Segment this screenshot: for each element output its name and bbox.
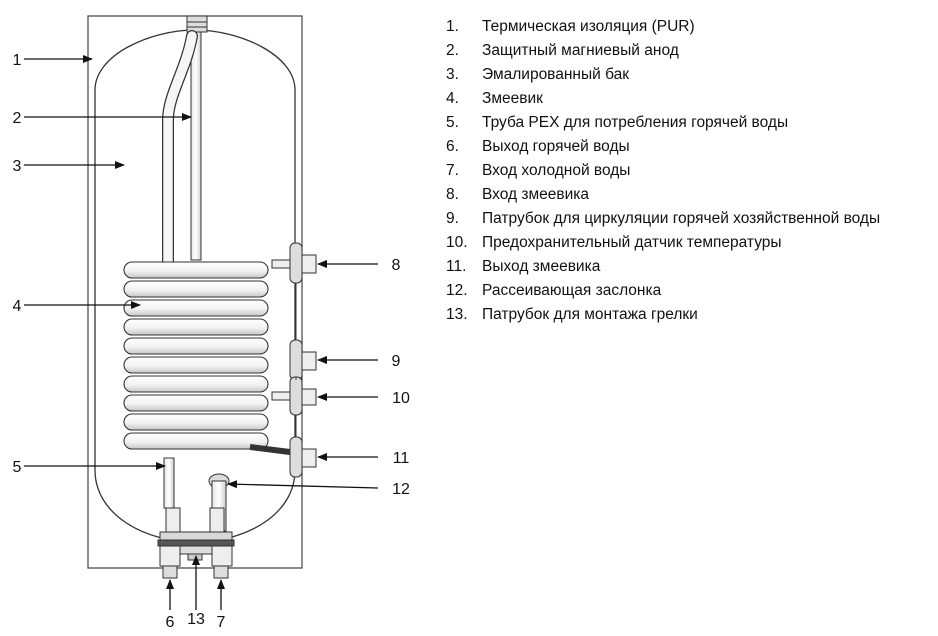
legend-text: Рассеивающая заслонка (482, 282, 662, 299)
nozzle-coil-outlet (289, 436, 317, 478)
callout-4: 4 (13, 298, 22, 315)
leader-12 (227, 480, 379, 489)
legend-item: 1. Термическая изоляция (PUR) (446, 15, 880, 39)
coil-turn (123, 337, 269, 355)
legend-text: Вход холодной воды (482, 162, 631, 179)
coil-outlet-tail (249, 444, 291, 455)
coil-turn (123, 394, 269, 412)
legend-item: 10. Предохранительный датчик температуры (446, 231, 880, 255)
callout-numbers: 1 2 3 4 5 6 7 8 9 10 11 12 13 (13, 52, 410, 631)
coil-turn (123, 318, 269, 336)
callout-10: 10 (392, 390, 410, 407)
legend-item: 4. Змеевик (446, 87, 880, 111)
top-fitting (186, 15, 208, 33)
legend-number: 11. (446, 258, 467, 275)
legend-item: 11. Выход змеевика (446, 255, 880, 279)
coil-turn (123, 413, 269, 431)
heat-exchanger-coil (123, 261, 291, 455)
bottom-flange (157, 507, 235, 579)
legend-number: 9. (446, 210, 459, 227)
callout-13: 13 (187, 611, 205, 628)
callout-8: 8 (392, 257, 401, 274)
legend-item: 13. Патрубок для монтажа грелки (446, 303, 880, 327)
legend-number: 2. (446, 42, 459, 59)
legend-text: Выход змеевика (482, 258, 601, 275)
legend-number: 10. (446, 234, 468, 251)
pex-pipe (163, 457, 175, 509)
legend-number: 6. (446, 138, 459, 155)
callout-1: 1 (13, 52, 22, 69)
legend-number: 4. (446, 90, 459, 107)
parts-legend: 1. Термическая изоляция (PUR) 2. Защитный … (446, 15, 880, 327)
legend-number: 12. (446, 282, 468, 299)
leader-lines (24, 55, 379, 610)
callout-12: 12 (392, 481, 410, 498)
legend-number: 3. (446, 66, 459, 83)
legend-text: Термическая изоляция (PUR) (482, 18, 695, 35)
legend-item: 6. Выход горячей воды (446, 135, 880, 159)
coil-turn (123, 280, 269, 298)
legend-item: 2. Защитный магниевый анод (446, 39, 880, 63)
legend-item: 3. Эмалированный бак (446, 63, 880, 87)
legend-text: Патрубок для циркуляции горячей хозяйств… (482, 210, 881, 227)
legend-number: 13. (446, 306, 468, 323)
legend-item: 12. Рассеивающая заслонка (446, 279, 880, 303)
legend-text: Патрубок для монтажа грелки (482, 306, 698, 323)
legend-item: 7. Вход холодной воды (446, 159, 880, 183)
legend-item: 8. Вход змеевика (446, 183, 880, 207)
legend-text: Труба PEX для потребления горячей воды (482, 114, 789, 131)
callout-9: 9 (392, 353, 401, 370)
coil-inlet-pipe (162, 30, 198, 268)
legend-text: Змеевик (482, 90, 543, 107)
legend-text: Выход горячей воды (482, 138, 630, 155)
coil-turn (123, 299, 269, 317)
callout-2: 2 (13, 110, 22, 127)
legend-text: Предохранительный датчик температуры (482, 234, 782, 251)
callout-6: 6 (166, 614, 175, 631)
legend-number: 5. (446, 114, 459, 131)
callout-3: 3 (13, 158, 22, 175)
legend-text: Вход змеевика (482, 186, 590, 203)
temperature-sensor (271, 376, 317, 416)
legend-item: 5. Труба PEX для потребления горячей воды (446, 111, 880, 135)
callout-11: 11 (393, 450, 410, 467)
legend-text: Эмалированный бак (482, 66, 630, 83)
legend-item: 9. Патрубок для циркуляции горячей хозяйс… (446, 207, 880, 231)
coil-turn (123, 356, 269, 374)
callout-5: 5 (13, 459, 22, 476)
legend-text: Защитный магниевый анод (482, 42, 679, 59)
legend-number: 1. (446, 18, 459, 35)
magnesium-anode (190, 31, 202, 261)
legend-number: 7. (446, 162, 459, 179)
callout-7: 7 (217, 614, 226, 631)
coil-turn (123, 375, 269, 393)
legend-number: 8. (446, 186, 459, 203)
coil-turn (123, 432, 269, 450)
coil-turn (123, 261, 269, 279)
nozzle-circulation (289, 339, 317, 381)
